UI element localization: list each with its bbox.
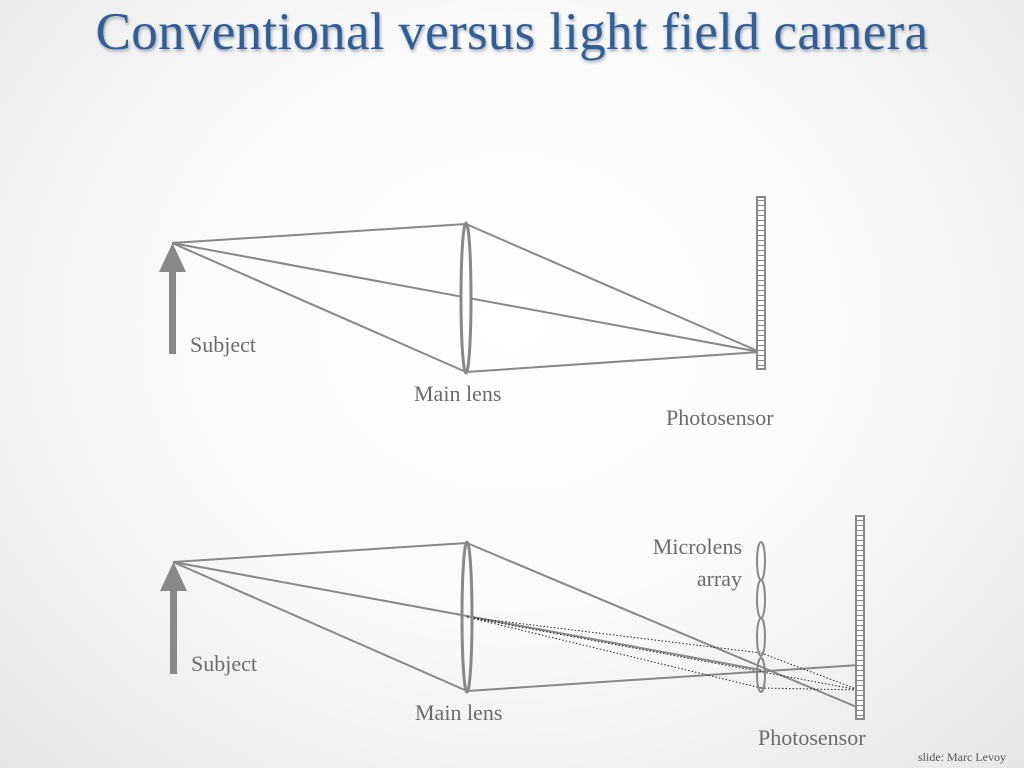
microlens-array	[756, 541, 766, 693]
main-lens	[459, 221, 473, 375]
light-rays	[172, 542, 860, 709]
main-lens	[460, 540, 474, 694]
dotted-sub-aperture-rays	[466, 616, 860, 691]
conventional-camera-diagram	[159, 196, 766, 375]
microlens-array-label-line1: Microlens	[652, 534, 742, 559]
photosensor	[855, 515, 865, 720]
subject-arrow	[160, 562, 187, 674]
main-lens-label: Main lens	[414, 381, 502, 406]
subject-arrow	[159, 243, 186, 354]
photosensor-label: Photosensor	[666, 405, 774, 430]
light-field-camera-diagram	[160, 515, 865, 720]
photosensor-label: Photosensor	[758, 725, 866, 750]
subject-label: Subject	[190, 332, 256, 357]
subject-label: Subject	[191, 651, 257, 676]
slide-title: Conventional versus light field camera	[95, 3, 929, 61]
microlens-array-label-line2: array	[696, 566, 742, 591]
photosensor	[756, 196, 766, 370]
slide-credit: slide: Marc Levoy	[918, 750, 1006, 764]
main-lens-label: Main lens	[415, 700, 503, 725]
